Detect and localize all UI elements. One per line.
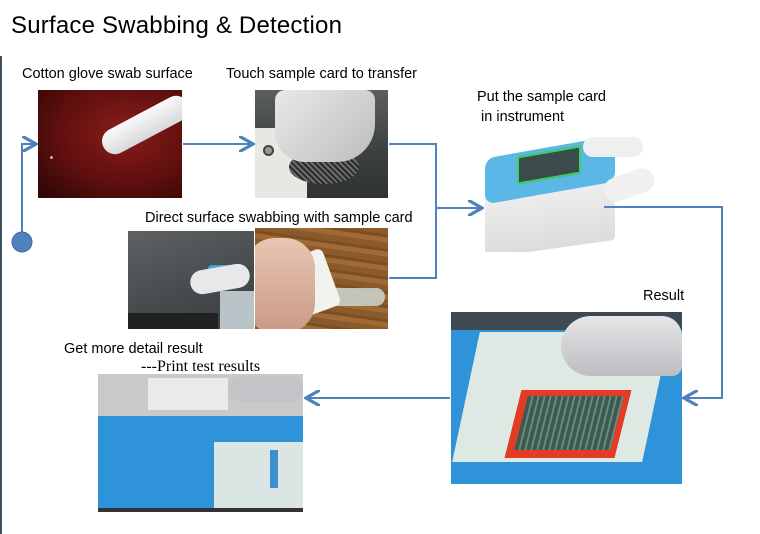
photo-direct-swab-2 — [255, 228, 388, 329]
photo-put-card-in-instrument — [483, 137, 658, 252]
step-label-put-card-line1: Put the sample card — [477, 89, 606, 105]
step-label-touch-card: Touch sample card to transfer — [226, 66, 418, 82]
connector-start-to-cotton — [21, 144, 34, 243]
photo-direct-swab-1 — [128, 231, 254, 329]
step-label-detail: Get more detail result — [64, 341, 203, 357]
step-label-put-card-line2: in instrument — [477, 109, 565, 125]
step-label-cotton-glove: Cotton glove swab surface — [22, 66, 193, 82]
slide-left-border — [0, 56, 2, 534]
step-label-print: ---Print test results — [141, 358, 261, 375]
start-node-icon — [11, 231, 33, 253]
photo-print-results — [98, 374, 303, 512]
photo-touch-sample-card — [255, 90, 388, 198]
photo-result-screen — [451, 312, 682, 484]
page-title: Surface Swabbing & Detection — [11, 12, 343, 39]
step-label-result: Result — [643, 288, 685, 304]
step-label-direct-swab: Direct surface swabbing with sample card — [145, 210, 413, 226]
photo-cotton-glove-swab — [38, 90, 182, 198]
